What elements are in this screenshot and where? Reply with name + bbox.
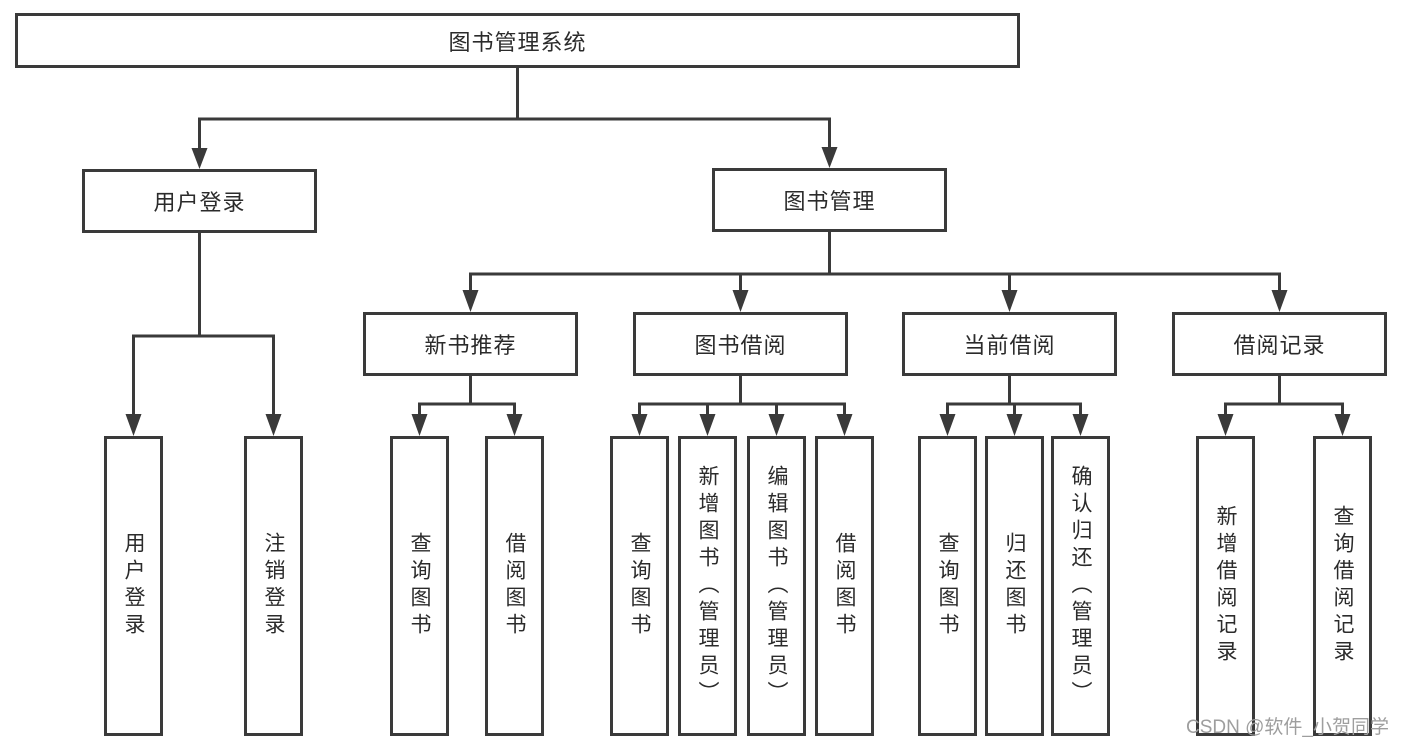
connector-user-login-to-leaves bbox=[125, 233, 282, 436]
connector-current-borrow-to-leaves bbox=[939, 376, 1089, 436]
leaf-query-books-3-label: 查询图书 bbox=[936, 532, 959, 640]
leaf-borrow-books-2: 借阅图书 bbox=[815, 436, 874, 736]
leaf-user-login-label: 用户登录 bbox=[122, 532, 145, 640]
leaf-confirm-return-admin: 确认归还（管理员） bbox=[1051, 436, 1110, 736]
leaf-query-borrow-record: 查询借阅记录 bbox=[1313, 436, 1372, 736]
leaf-query-books-2-label: 查询图书 bbox=[628, 532, 651, 640]
leaf-query-books-1-label: 查询图书 bbox=[408, 532, 431, 640]
leaf-return-books-label: 归还图书 bbox=[1003, 532, 1026, 640]
leaf-add-borrow-record-label: 新增借阅记录 bbox=[1214, 505, 1237, 667]
node-book-borrow: 图书借阅 bbox=[633, 312, 848, 376]
leaf-borrow-books-1: 借阅图书 bbox=[485, 436, 544, 736]
leaf-add-books-admin: 新增图书（管理员） bbox=[678, 436, 737, 736]
connector-borrow-record-to-leaves bbox=[1217, 376, 1351, 436]
leaf-query-books-1: 查询图书 bbox=[390, 436, 449, 736]
connector-new-book-recommend-to-leaves bbox=[411, 376, 523, 436]
leaf-edit-books-admin-label: 编辑图书（管理员） bbox=[765, 464, 788, 708]
leaf-user-login: 用户登录 bbox=[104, 436, 163, 736]
node-current-borrow: 当前借阅 bbox=[902, 312, 1117, 376]
node-book-management-label: 图书管理 bbox=[783, 189, 876, 214]
node-user-login-label: 用户登录 bbox=[153, 190, 246, 215]
node-borrow-record: 借阅记录 bbox=[1172, 312, 1387, 376]
node-book-borrow-label: 图书借阅 bbox=[694, 333, 787, 358]
node-current-borrow-label: 当前借阅 bbox=[963, 333, 1056, 358]
leaf-add-books-admin-label: 新增图书（管理员） bbox=[696, 464, 719, 708]
leaf-logout: 注销登录 bbox=[244, 436, 303, 736]
node-new-book-recommend-label: 新书推荐 bbox=[424, 333, 517, 358]
connector-book-management-to-level3 bbox=[462, 232, 1288, 312]
node-book-management: 图书管理 bbox=[712, 168, 947, 232]
leaf-logout-label: 注销登录 bbox=[262, 532, 285, 640]
leaf-add-borrow-record: 新增借阅记录 bbox=[1196, 436, 1255, 736]
leaf-borrow-books-2-label: 借阅图书 bbox=[833, 532, 856, 640]
connector-book-borrow-to-leaves bbox=[631, 376, 853, 436]
node-root: 图书管理系统 bbox=[15, 13, 1020, 68]
node-borrow-record-label: 借阅记录 bbox=[1233, 333, 1326, 358]
node-new-book-recommend: 新书推荐 bbox=[363, 312, 578, 376]
leaf-query-books-3: 查询图书 bbox=[918, 436, 977, 736]
leaf-edit-books-admin: 编辑图书（管理员） bbox=[747, 436, 806, 736]
node-root-label: 图书管理系统 bbox=[448, 29, 587, 55]
connector-root-to-level2 bbox=[191, 68, 838, 169]
leaf-confirm-return-admin-label: 确认归还（管理员） bbox=[1069, 464, 1092, 708]
leaf-query-borrow-record-label: 查询借阅记录 bbox=[1331, 505, 1354, 667]
leaf-return-books: 归还图书 bbox=[985, 436, 1044, 736]
leaf-query-books-2: 查询图书 bbox=[610, 436, 669, 736]
leaf-borrow-books-1-label: 借阅图书 bbox=[503, 532, 526, 640]
node-user-login: 用户登录 bbox=[82, 169, 317, 233]
watermark: CSDN @软件_小贺同学 bbox=[1186, 717, 1389, 738]
